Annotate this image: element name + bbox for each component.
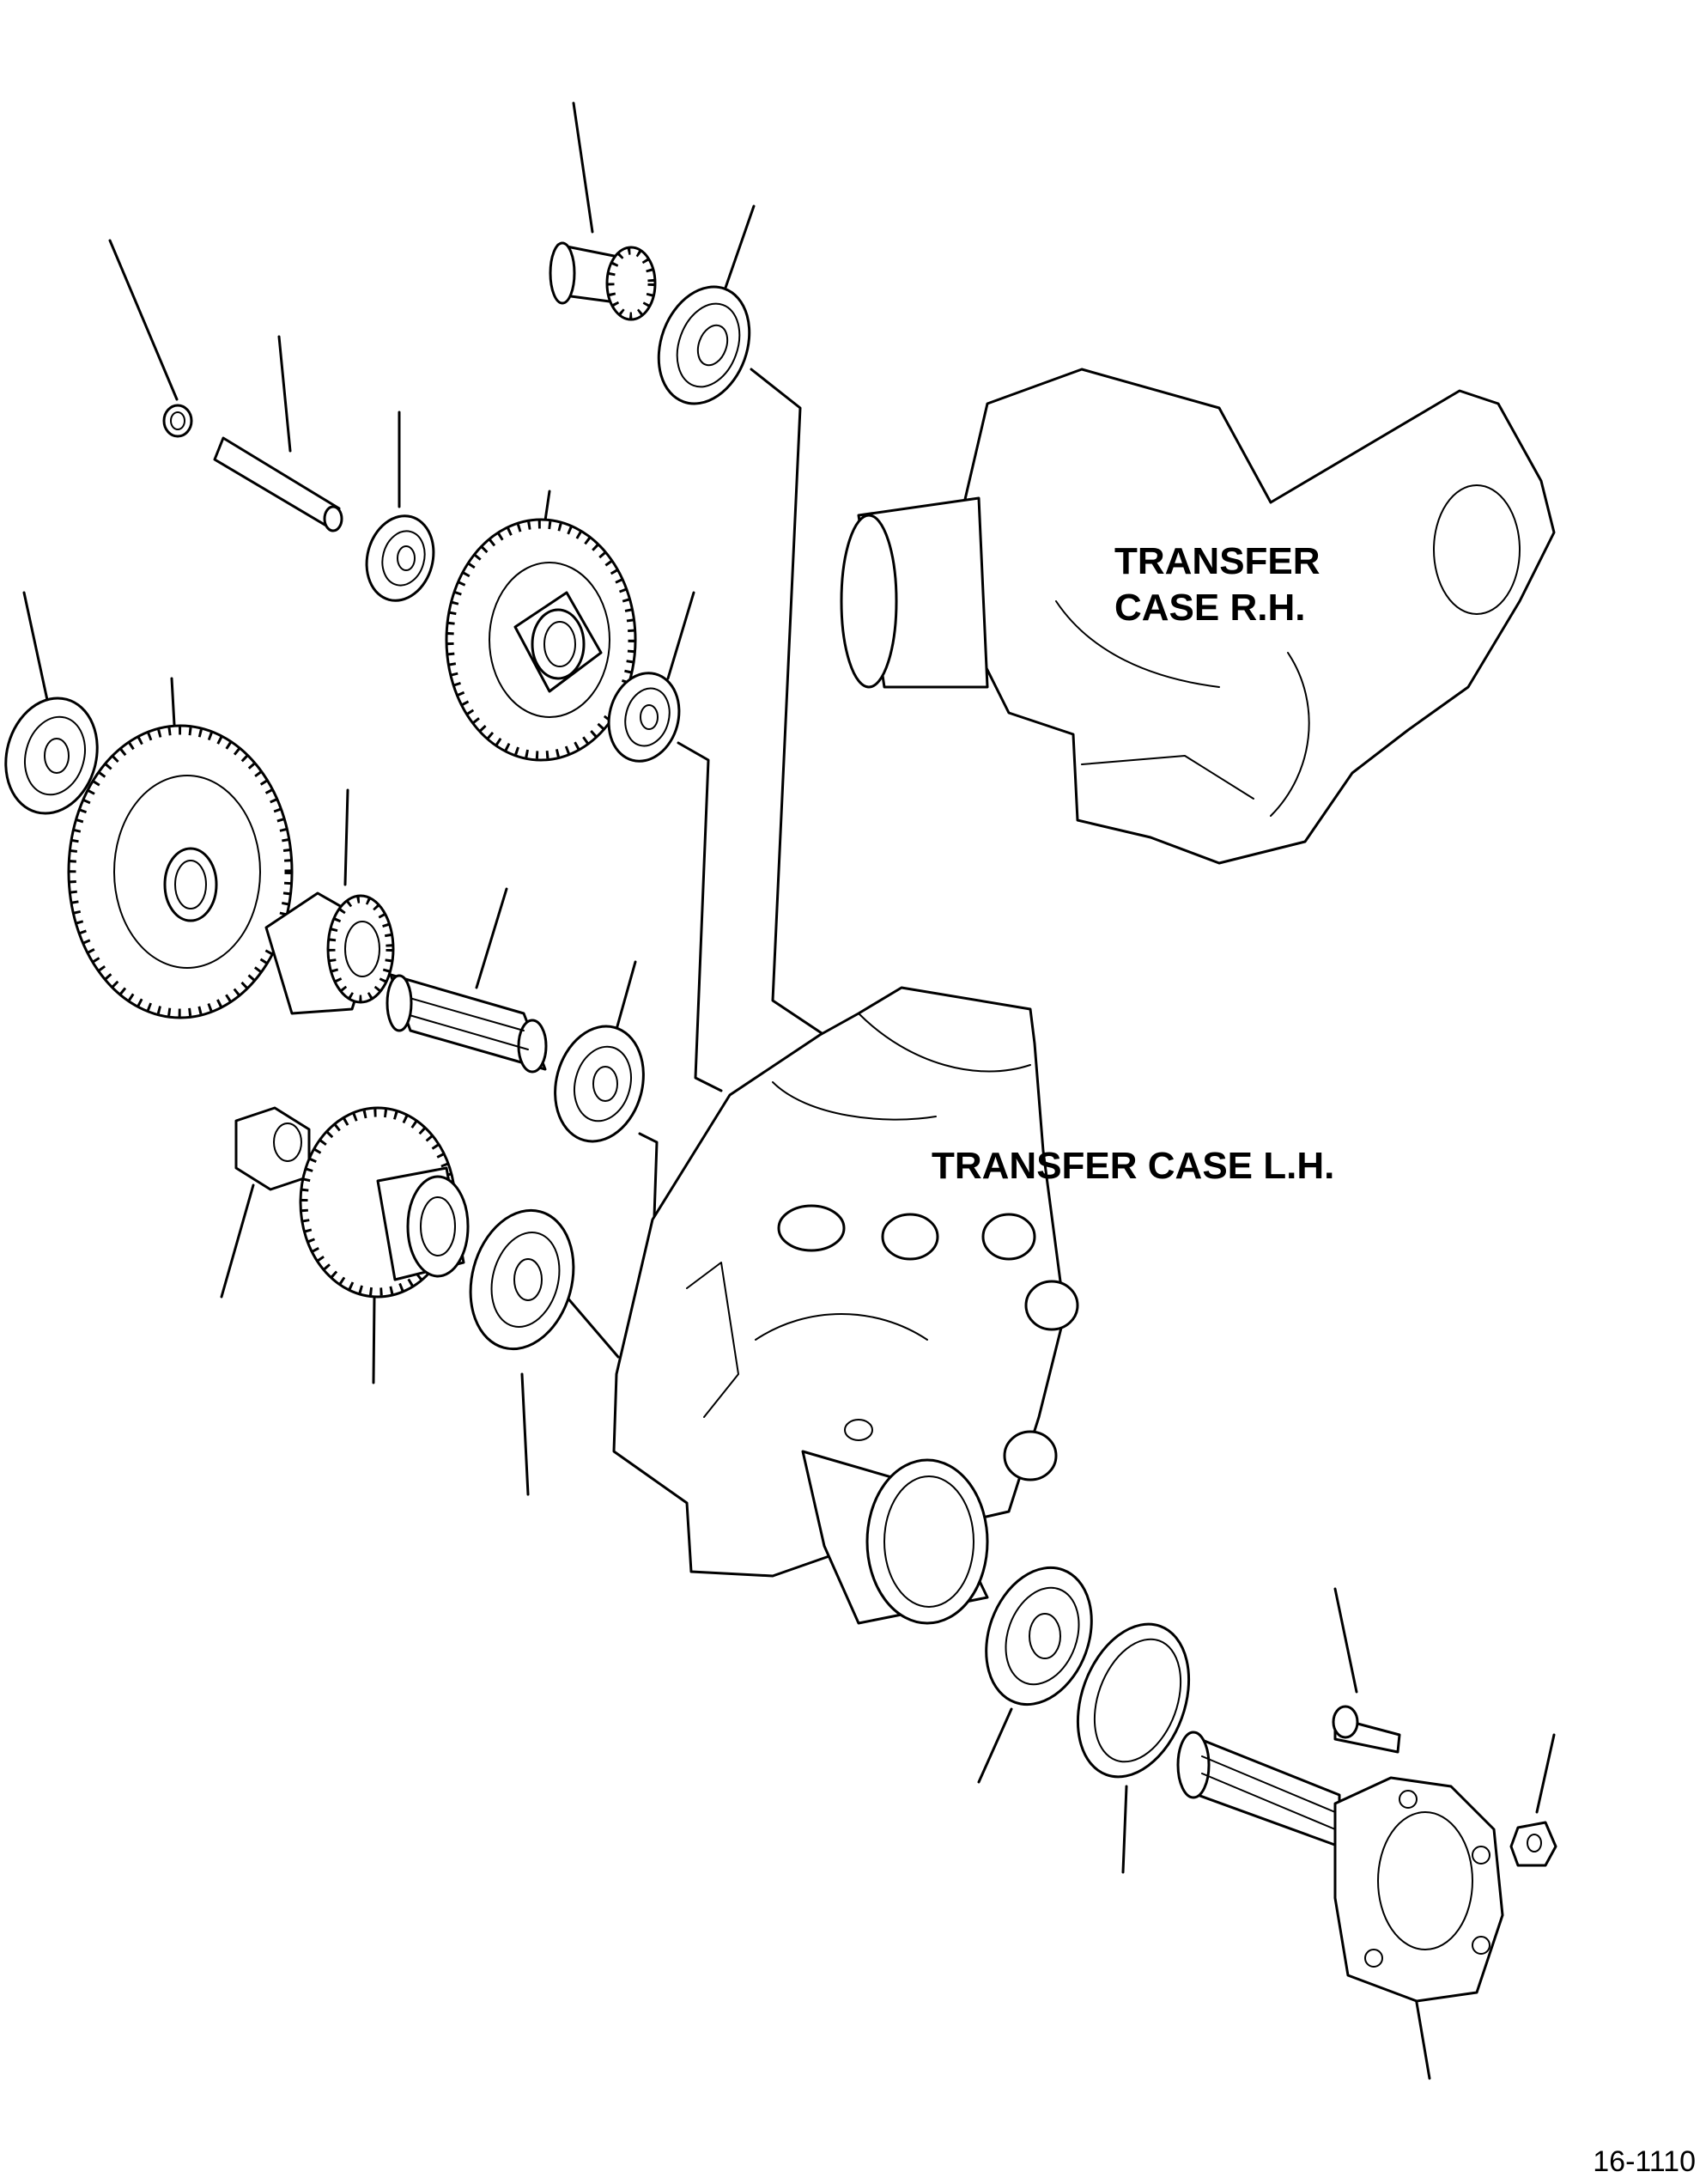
mid-bearing [554,1025,645,1143]
lower-large-gear [67,724,294,1019]
small-bearing-1 [365,514,435,602]
transfer-case-rh-label-line2: CASE R.H. [1114,587,1305,629]
small-bearing-2 [607,672,681,763]
transfer-case-lh-label: TRANSFER CASE L.H. [932,1145,1334,1187]
output-bearing [985,1566,1093,1706]
top-small-gear [549,241,657,321]
figure-number: 16-1110 [1593,2145,1696,2178]
o-ring [162,404,193,438]
hex-nut [234,1106,311,1191]
top-bearing [657,285,751,405]
shaft-pin [213,436,343,532]
o-ring-inner [170,411,185,430]
bolt [1332,1705,1401,1754]
transfer-case-lh [612,986,1079,1625]
oil-seal [1076,1622,1191,1779]
upper-large-gear [445,518,637,762]
transfer-case-rh [840,368,1556,865]
lower-gear [299,1106,470,1299]
lower-bearing [469,1208,575,1351]
transfer-case-rh-label-line1: TRANSFER [1114,540,1320,582]
left-bearing [4,697,99,815]
splined-shaft [386,973,548,1074]
output-shaft-flange [1176,1731,1504,2003]
pinion-gear [264,891,395,1015]
nut [1509,1821,1557,1867]
